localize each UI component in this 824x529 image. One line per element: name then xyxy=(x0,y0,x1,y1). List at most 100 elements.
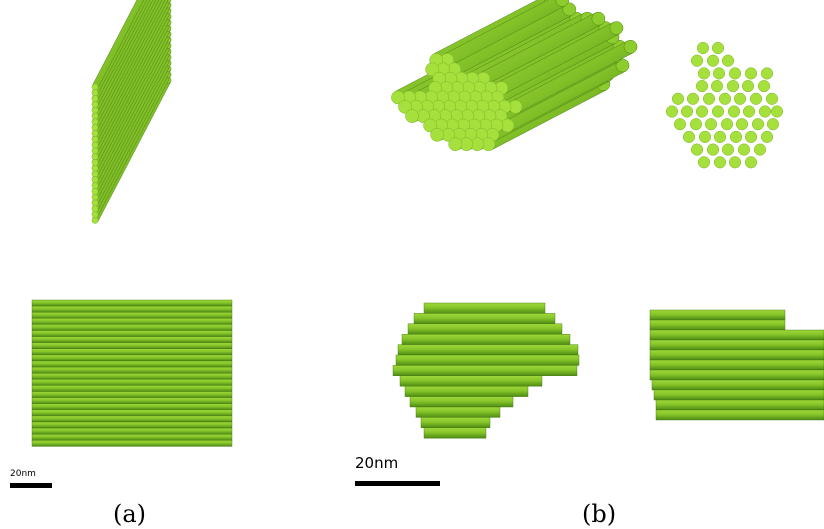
rod-end xyxy=(91,211,99,218)
rod-end xyxy=(686,92,700,105)
rod-end xyxy=(448,137,463,151)
rod xyxy=(395,354,580,366)
rod-end xyxy=(696,41,710,55)
rod-end xyxy=(91,170,99,178)
rod xyxy=(31,403,233,411)
rod-end xyxy=(711,105,725,118)
rod xyxy=(651,379,824,391)
rod-end xyxy=(712,67,726,80)
rod xyxy=(31,318,233,325)
panel-a-scale-line xyxy=(10,483,52,488)
rod-end xyxy=(710,80,724,93)
rod-end xyxy=(697,67,711,80)
rod-end xyxy=(721,54,735,67)
rod-end xyxy=(91,112,99,120)
rod-end xyxy=(749,92,763,105)
panel-b-side-view-rods-1 xyxy=(392,302,580,439)
rod xyxy=(649,329,824,341)
rod-end xyxy=(682,130,696,143)
rod xyxy=(31,409,233,417)
rod xyxy=(649,369,824,381)
rod-end xyxy=(391,90,405,105)
rod-end xyxy=(91,182,99,189)
rod xyxy=(31,299,233,307)
rod xyxy=(409,396,514,408)
rod-end xyxy=(733,92,747,105)
rod xyxy=(397,344,579,356)
rod-end xyxy=(671,92,685,105)
rod xyxy=(404,386,529,397)
rod xyxy=(407,323,563,335)
rod-end xyxy=(690,54,704,67)
rod xyxy=(31,305,233,313)
rod-end xyxy=(698,130,712,143)
rod-end xyxy=(737,143,751,156)
rod-end xyxy=(757,80,771,93)
rod-end xyxy=(91,217,99,224)
rod xyxy=(31,348,233,356)
rod xyxy=(31,415,233,423)
rod-end xyxy=(760,67,774,80)
rod xyxy=(413,313,556,324)
rod xyxy=(31,440,233,447)
rod-back-cap xyxy=(591,11,606,26)
rod xyxy=(649,359,824,371)
rod-end xyxy=(91,83,99,91)
rod-end xyxy=(673,118,687,131)
panel-a-side-view-rods xyxy=(31,299,233,447)
rod-end xyxy=(398,99,412,114)
rod xyxy=(31,366,233,374)
rod-end xyxy=(760,130,774,143)
rod-end xyxy=(765,92,779,105)
rod-end xyxy=(91,199,99,207)
rod-end xyxy=(91,106,99,114)
rod-end xyxy=(706,143,720,156)
rod-end xyxy=(91,124,99,131)
panel-b-scale-line xyxy=(355,481,440,486)
rod-end xyxy=(689,118,703,131)
rod xyxy=(420,417,491,428)
rod-end xyxy=(770,105,784,118)
rod-end xyxy=(430,127,444,142)
rod xyxy=(31,336,233,343)
rod-end xyxy=(751,118,765,131)
rod-end xyxy=(425,62,440,77)
rod-end xyxy=(758,105,772,118)
rod-end xyxy=(91,188,99,195)
rod-end xyxy=(718,92,732,105)
panel-a-caption: (a) xyxy=(113,500,146,528)
rod xyxy=(31,342,233,350)
rod xyxy=(392,365,578,376)
rod xyxy=(399,375,543,387)
rod-end xyxy=(91,205,99,213)
rod-end xyxy=(744,130,758,143)
rod xyxy=(649,349,824,361)
rod-end xyxy=(741,80,755,93)
rod-end xyxy=(423,118,437,133)
rod-end xyxy=(91,118,99,126)
panel-b-cross-section-circles xyxy=(665,41,784,169)
rod xyxy=(649,339,824,351)
rod-end xyxy=(735,118,749,131)
rod xyxy=(31,354,233,362)
rod-end xyxy=(728,67,742,80)
rod xyxy=(655,399,824,411)
rod xyxy=(31,427,233,435)
rod-end xyxy=(91,193,99,201)
rod-end xyxy=(91,153,99,160)
panel-a-isometric-rod-sheet xyxy=(91,0,172,224)
rod xyxy=(31,330,233,337)
rod xyxy=(31,434,233,441)
rod-end xyxy=(680,105,694,118)
rod-end xyxy=(91,164,99,172)
rod-end xyxy=(728,156,742,169)
rod-back-cap xyxy=(555,0,570,7)
rod-end xyxy=(91,135,99,143)
rod-end xyxy=(695,105,709,118)
panel-a-scale-label: 20nm xyxy=(10,469,36,479)
rod-end xyxy=(405,109,419,123)
panel-b-caption: (b) xyxy=(582,500,616,528)
rod-end xyxy=(713,130,727,143)
rod xyxy=(31,397,233,404)
